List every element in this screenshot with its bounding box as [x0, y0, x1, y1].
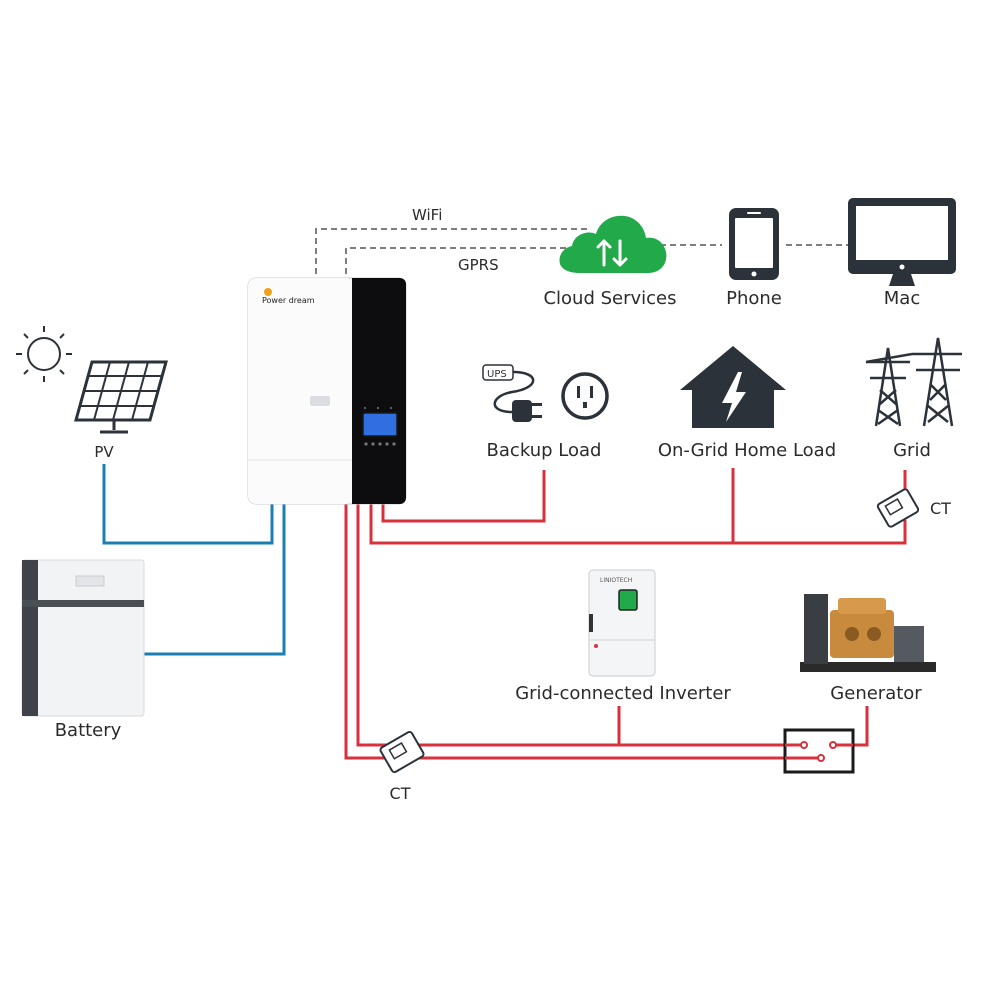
backup-load-cable: [381, 470, 546, 523]
ups-tag: UPS: [487, 369, 507, 380]
inverter-screen: [362, 412, 398, 437]
wifi-line: [315, 228, 590, 274]
gprs-line: [345, 247, 566, 274]
inverter-brand: Power dream: [262, 296, 315, 305]
wifi-label: WiFi: [412, 206, 442, 224]
generator-cable: [853, 706, 869, 747]
cloud-label: Cloud Services: [543, 288, 676, 309]
pv-cable: [102, 464, 274, 545]
sun-icon: [16, 326, 72, 382]
grid-inverter-brand: LINIOTECH: [600, 577, 632, 584]
ct-clamp-icon-bottom: [379, 730, 425, 774]
solar-panel-icon: [74, 360, 168, 434]
generator-label: Generator: [830, 683, 922, 704]
phone-icon: [729, 208, 779, 280]
ct-clamp-icon-grid: [876, 488, 920, 528]
ct-bottom-label: CT: [390, 784, 411, 803]
grid-cable: [369, 504, 907, 545]
monitor-icon: [848, 198, 956, 286]
mac-label: Mac: [884, 288, 920, 309]
cloud-icon: [559, 215, 667, 273]
comm-lines: [315, 228, 848, 274]
grid-label: Grid: [893, 440, 931, 461]
battery-icon: [21, 559, 145, 717]
inverter-buttons: [364, 442, 396, 446]
gen-cable-2: [344, 504, 785, 760]
generator-icon: [800, 594, 936, 672]
battery-cable: [142, 504, 286, 656]
ct-grid-label: CT: [930, 499, 951, 518]
home-load-label: On-Grid Home Load: [658, 440, 836, 461]
gprs-label: GPRS: [458, 256, 499, 274]
house-icon: [680, 346, 786, 428]
gen-cable-1: [356, 504, 785, 747]
hybrid-inverter: Power dream: [247, 277, 407, 505]
backup-load-label: Backup Load: [487, 440, 602, 461]
grid-inverter-label: Grid-connected Inverter: [515, 683, 731, 704]
inverter-logo: Power dream: [262, 288, 315, 305]
phone-label: Phone: [726, 288, 782, 309]
grid-inverter-icon: LINIOTECH: [588, 569, 656, 677]
pv-label: PV: [94, 443, 114, 461]
battery-label: Battery: [55, 720, 122, 741]
pylon-icon: [865, 337, 962, 427]
ac-lines: [344, 468, 907, 760]
dc-lines: [102, 464, 286, 656]
ups-plug-icon: UPS: [482, 364, 542, 422]
outlet-icon: [561, 372, 609, 420]
transfer-switch: [783, 728, 855, 774]
